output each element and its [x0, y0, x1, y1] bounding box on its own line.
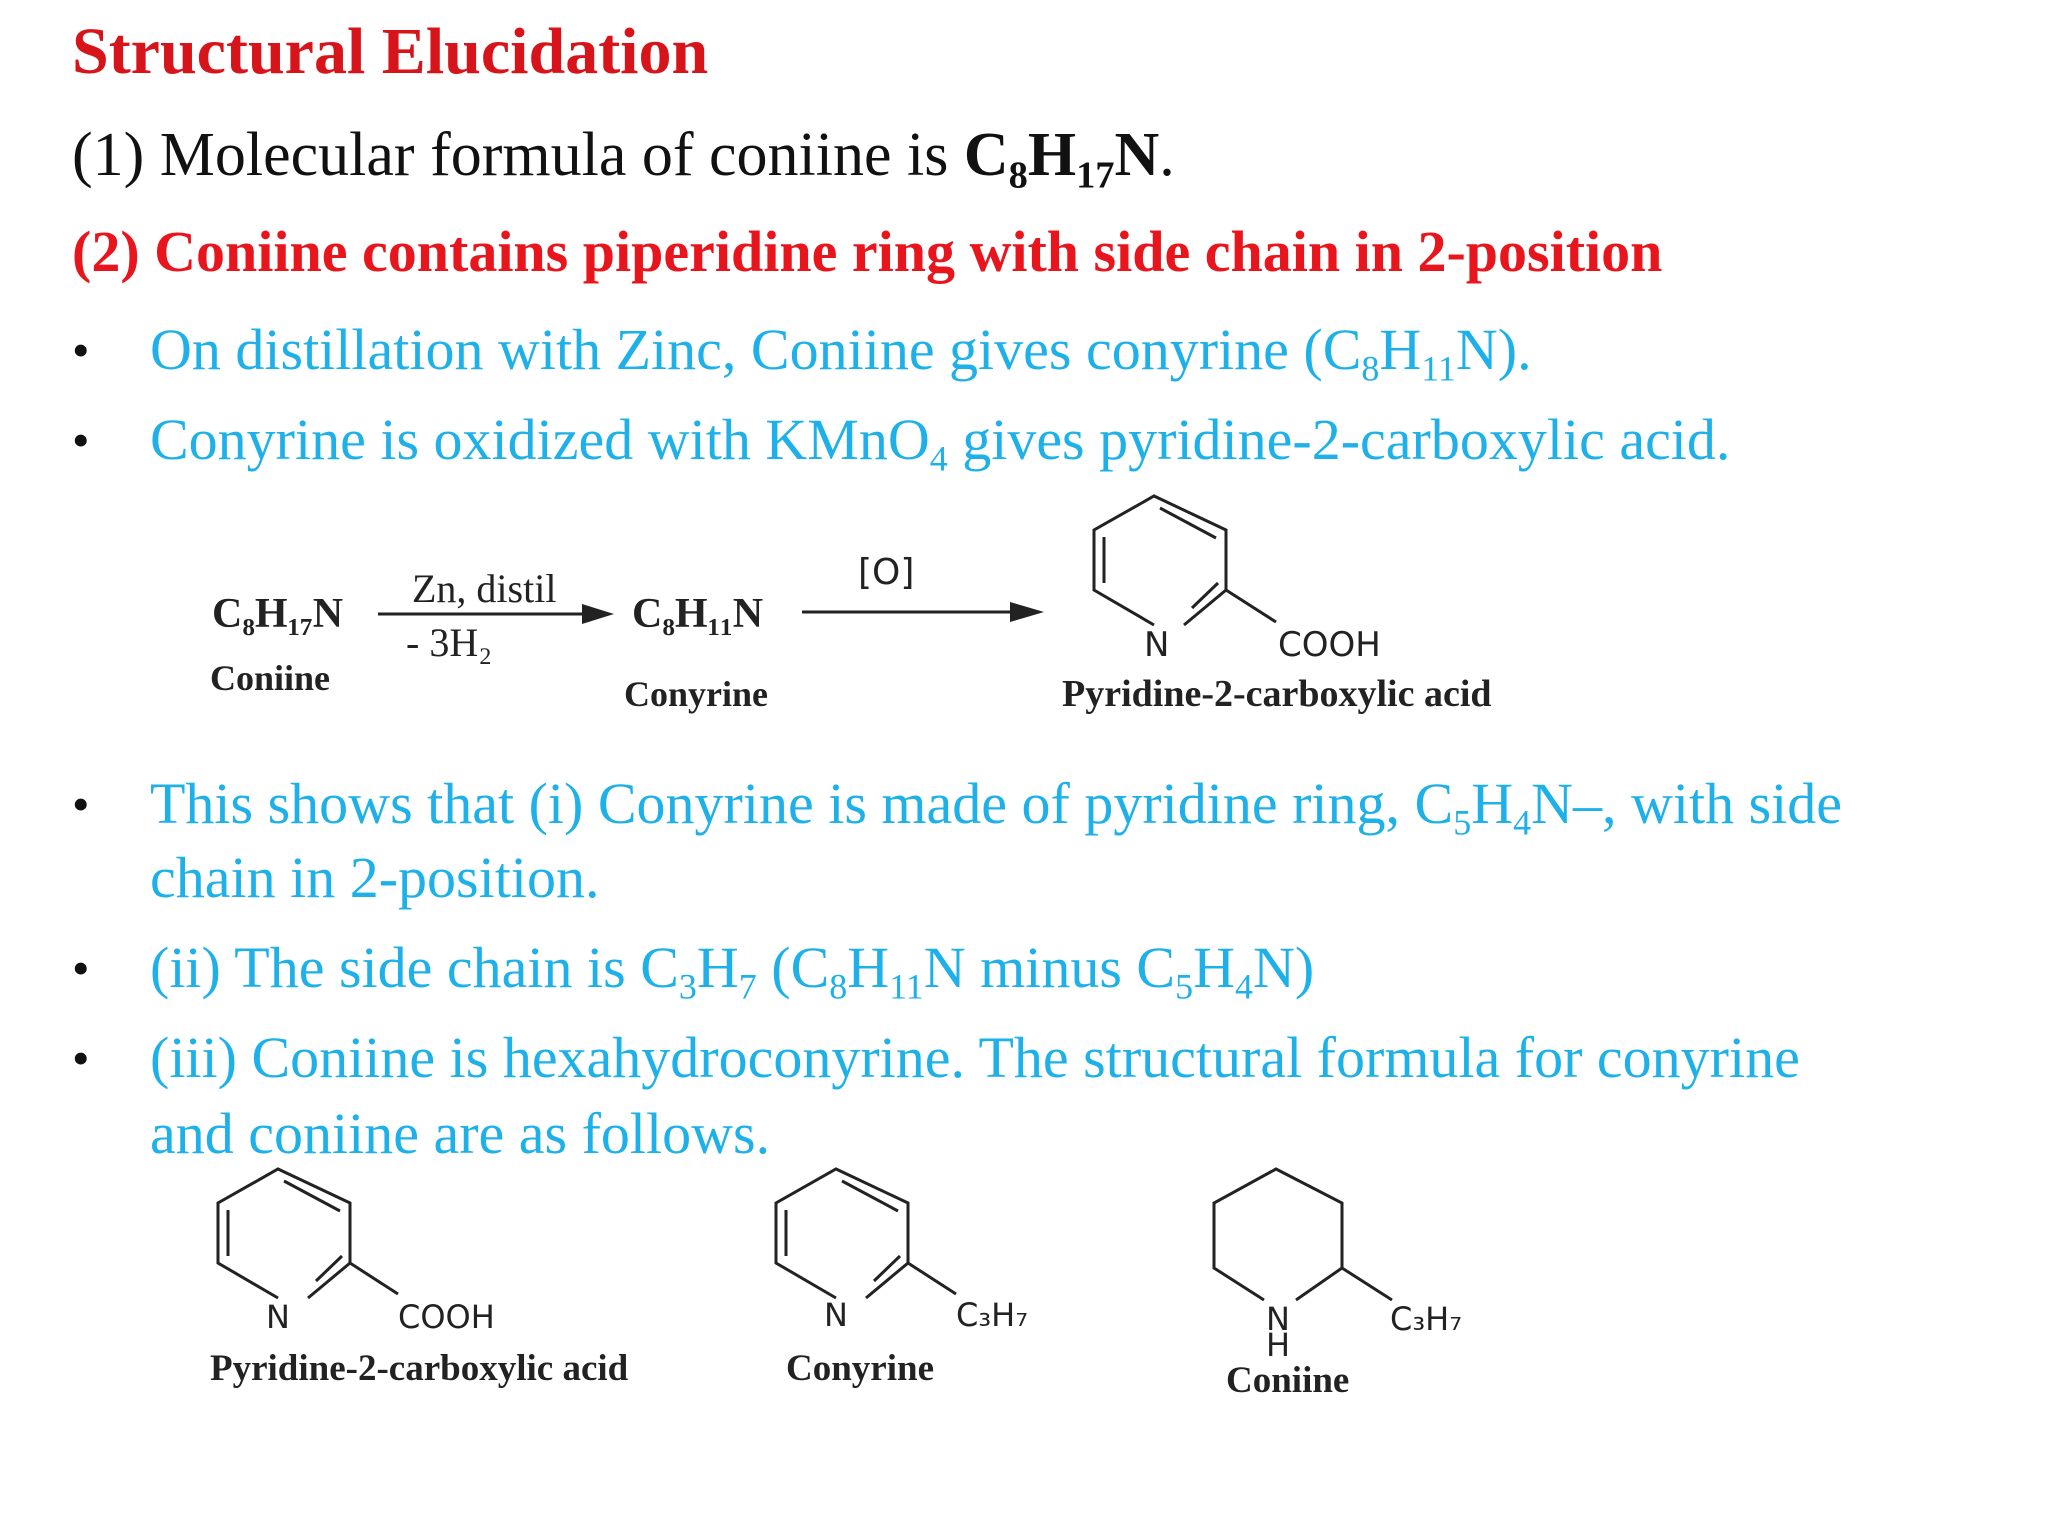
product-group: COOH — [1278, 625, 1381, 665]
coniine-nitrogen: N — [1266, 1300, 1290, 1338]
arrow-head-step2 — [1010, 602, 1044, 622]
product-nitrogen: N — [1144, 625, 1169, 665]
step2-reagent: [O] — [858, 552, 914, 593]
bullet-dot: • — [72, 940, 90, 996]
product-pyridine-ring — [1092, 494, 1277, 627]
coniine-name: Coniine — [1226, 1360, 1349, 1401]
reactant-formula: C₈H₁₇N — [212, 591, 343, 637]
intermediate-formula: C₈H₁₁N — [632, 591, 763, 637]
reactant-name: Coniine — [210, 658, 330, 698]
acid-group: COOH — [398, 1298, 495, 1336]
bullet-hexahydro-line2: and coniine are as follows. — [150, 1101, 771, 1166]
structure-conyrine-ring — [774, 1167, 957, 1300]
bullet-dot: • — [72, 1030, 90, 1086]
bullet-dot: • — [72, 412, 90, 468]
conyrine-side-chain: C₃H₇ — [956, 1296, 1028, 1334]
acid-nitrogen: N — [266, 1298, 290, 1336]
bullet-pyridine-ring-line2: chain in 2-position. — [150, 845, 600, 910]
structure-acid-ring — [216, 1167, 399, 1300]
conyrine-name: Conyrine — [786, 1348, 934, 1389]
molecular-formula-statement: (1) Molecular formula of coniine is C8H1… — [72, 121, 1175, 197]
intermediate-name: Conyrine — [624, 674, 768, 714]
page-title: Structural Elucidation — [72, 15, 709, 88]
bullet-dot: • — [72, 322, 90, 378]
structure-coniine-ring — [1212, 1167, 1393, 1302]
coniine-hydrogen: H — [1266, 1326, 1290, 1364]
arrow-head-step1 — [582, 604, 614, 624]
piperidine-statement: (2) Coniine contains piperidine ring wit… — [72, 219, 1663, 284]
step1-reagent: Zn, distil — [412, 566, 556, 611]
coniine-side-chain: C₃H₇ — [1390, 1300, 1462, 1338]
bullet-dot: • — [72, 776, 90, 832]
conyrine-nitrogen: N — [824, 1296, 848, 1334]
step1-loss: - 3H₂ — [406, 620, 492, 665]
acid-name: Pyridine-2-carboxylic acid — [210, 1348, 629, 1389]
product-name: Pyridine-2-carboxylic acid — [1062, 673, 1492, 715]
